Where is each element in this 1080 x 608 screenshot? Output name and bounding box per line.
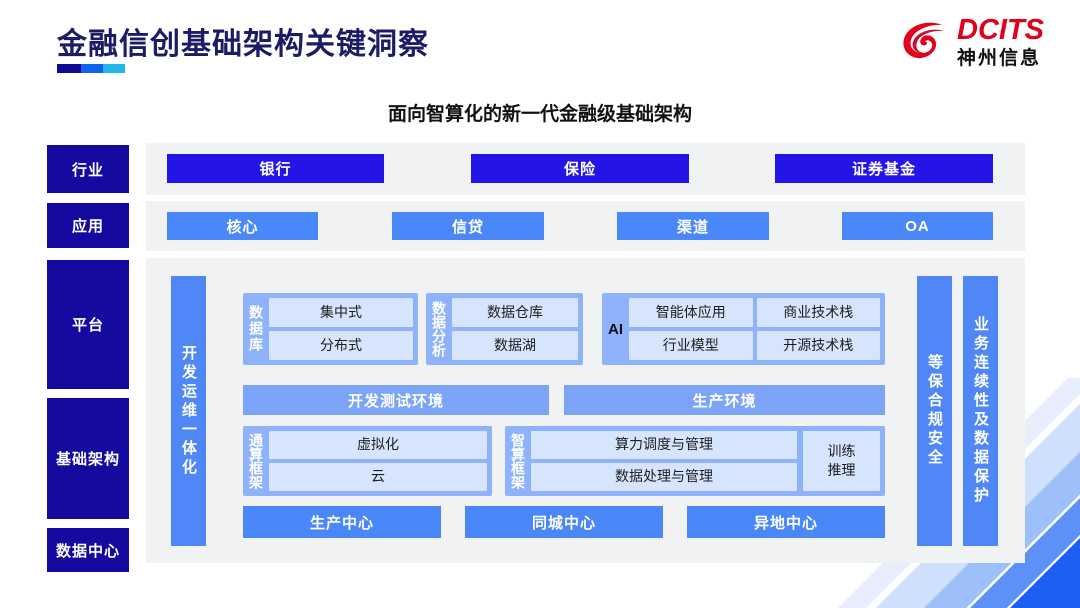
group-general-compute-label: 通算框架	[248, 433, 264, 489]
underline-segment-navy	[57, 64, 81, 73]
sidebar-label-industry: 行业	[71, 161, 104, 179]
group-data-analytics-label: 数据分析	[431, 301, 447, 357]
group-data-analytics-body: 数据仓库 数据湖	[452, 293, 583, 365]
datacenter-production-label: 生产中心	[309, 514, 374, 532]
env-dev-test-label: 开发测试环境	[347, 392, 444, 410]
datacenter-production[interactable]: 生产中心	[243, 506, 441, 538]
sidebar-label-datacenter: 数据中心	[55, 542, 120, 560]
vertical-band-compliance-security[interactable]: 等保合规安全	[917, 276, 952, 546]
sidebar-item-infrastructure[interactable]: 基础架构	[47, 398, 129, 519]
application-chip-core[interactable]: 核心	[167, 212, 318, 240]
industry-chip-insurance[interactable]: 保险	[471, 154, 689, 183]
application-chip-channel[interactable]: 渠道	[617, 212, 769, 240]
industry-chip-bank-label: 银行	[259, 161, 292, 178]
cell-agent-application[interactable]: 智能体应用	[629, 298, 753, 327]
cell-training-inference[interactable]: 训练 推理	[803, 431, 880, 491]
brand-name-cn: 神州信息	[957, 48, 1042, 69]
page-header: 金融信创基础架构关键洞察 DCITS 神州信息	[0, 0, 1080, 92]
group-data-analytics[interactable]: 数据分析 数据仓库 数据湖	[426, 293, 583, 365]
env-production-label: 生产环境	[692, 392, 757, 410]
vertical-band-devops-label: 开发运维一体化	[180, 344, 197, 478]
cell-compute-scheduling[interactable]: 算力调度与管理	[531, 431, 797, 459]
dcits-swirl-logo-icon	[898, 16, 950, 68]
sidebar-item-datacenter[interactable]: 数据中心	[47, 528, 129, 572]
industry-chip-bank[interactable]: 银行	[167, 154, 384, 183]
application-chip-credit[interactable]: 信贷	[392, 212, 544, 240]
diagram-subtitle: 面向智算化的新一代金融级基础架构	[387, 104, 692, 125]
cell-training-label: 训练	[827, 443, 856, 460]
cell-inference-label: 推理	[827, 462, 856, 478]
vertical-band-devops[interactable]: 开发运维一体化	[171, 276, 206, 546]
sidebar-label-infrastructure: 基础架构	[55, 451, 120, 468]
page-title: 金融信创基础架构关键洞察	[57, 28, 429, 61]
application-chip-oa[interactable]: OA	[842, 212, 993, 240]
cell-industry-model[interactable]: 行业模型	[629, 331, 753, 360]
application-chip-oa-label: OA	[905, 217, 930, 235]
vertical-band-business-continuity-label: 业务连续性及数据保护	[972, 316, 989, 506]
cell-cloud[interactable]: 云	[269, 463, 487, 491]
cell-data-lake[interactable]: 数据湖	[452, 331, 578, 360]
application-chip-core-label: 核心	[226, 218, 259, 236]
datacenter-remote[interactable]: 异地中心	[687, 506, 885, 538]
underline-segment-blue	[81, 64, 103, 73]
industry-chip-securities-fund[interactable]: 证券基金	[775, 154, 993, 183]
brand-name-en: DCITS	[957, 14, 1044, 46]
group-general-compute-body: 虚拟化 云	[269, 426, 492, 496]
env-production[interactable]: 生产环境	[564, 385, 885, 415]
sidebar-item-industry[interactable]: 行业	[47, 145, 129, 193]
group-database-body: 集中式 分布式	[269, 293, 418, 365]
group-database-label: 数据库	[248, 305, 264, 353]
cell-data-processing[interactable]: 数据处理与管理	[531, 463, 797, 491]
sidebar-label-application: 应用	[71, 218, 104, 235]
sidebar-item-application[interactable]: 应用	[47, 203, 129, 248]
group-ai-label: AI	[608, 320, 623, 338]
vertical-band-compliance-security-label: 等保合规安全	[926, 354, 943, 468]
cell-virtualization[interactable]: 虚拟化	[269, 431, 487, 459]
datacenter-remote-label: 异地中心	[753, 514, 818, 532]
group-ai-body: 智能体应用 商业技术栈 行业模型 开源技术栈	[629, 293, 885, 365]
group-intelligent-compute[interactable]: 智算框架 算力调度与管理 数据处理与管理 训练 推理	[505, 426, 885, 496]
group-database[interactable]: 数据库 集中式 分布式	[243, 293, 418, 365]
group-general-compute[interactable]: 通算框架 虚拟化 云	[243, 426, 492, 496]
industry-chip-securities-fund-label: 证券基金	[851, 161, 916, 178]
title-underline-bar	[57, 64, 125, 73]
cell-distributed[interactable]: 分布式	[269, 331, 413, 360]
intelligent-compute-stack: 算力调度与管理 数据处理与管理	[531, 431, 797, 491]
sidebar-item-platform[interactable]: 平台	[47, 260, 129, 389]
application-chip-channel-label: 渠道	[676, 218, 709, 236]
cell-commercial-tech-stack[interactable]: 商业技术栈	[756, 298, 880, 327]
brand-logo-text: DCITS 神州信息	[957, 14, 1044, 69]
group-intelligent-compute-label: 智算框架	[510, 433, 526, 489]
datacenter-same-city-label: 同城中心	[531, 514, 596, 532]
group-ai[interactable]: AI 智能体应用 商业技术栈 行业模型 开源技术栈	[602, 293, 885, 365]
datacenter-same-city[interactable]: 同城中心	[465, 506, 663, 538]
cell-data-warehouse[interactable]: 数据仓库	[452, 298, 578, 327]
sidebar-label-platform: 平台	[71, 317, 104, 334]
underline-segment-cyan	[103, 64, 125, 73]
env-dev-test[interactable]: 开发测试环境	[243, 385, 549, 415]
cell-centralized[interactable]: 集中式	[269, 298, 413, 327]
cell-opensource-tech-stack[interactable]: 开源技术栈	[756, 331, 880, 360]
brand-logo: DCITS 神州信息	[898, 16, 1044, 68]
application-chip-credit-label: 信贷	[451, 218, 484, 236]
group-intelligent-compute-body: 算力调度与管理 数据处理与管理 训练 推理	[531, 426, 885, 496]
vertical-band-business-continuity[interactable]: 业务连续性及数据保护	[963, 276, 998, 546]
industry-chip-insurance-label: 保险	[563, 161, 596, 178]
